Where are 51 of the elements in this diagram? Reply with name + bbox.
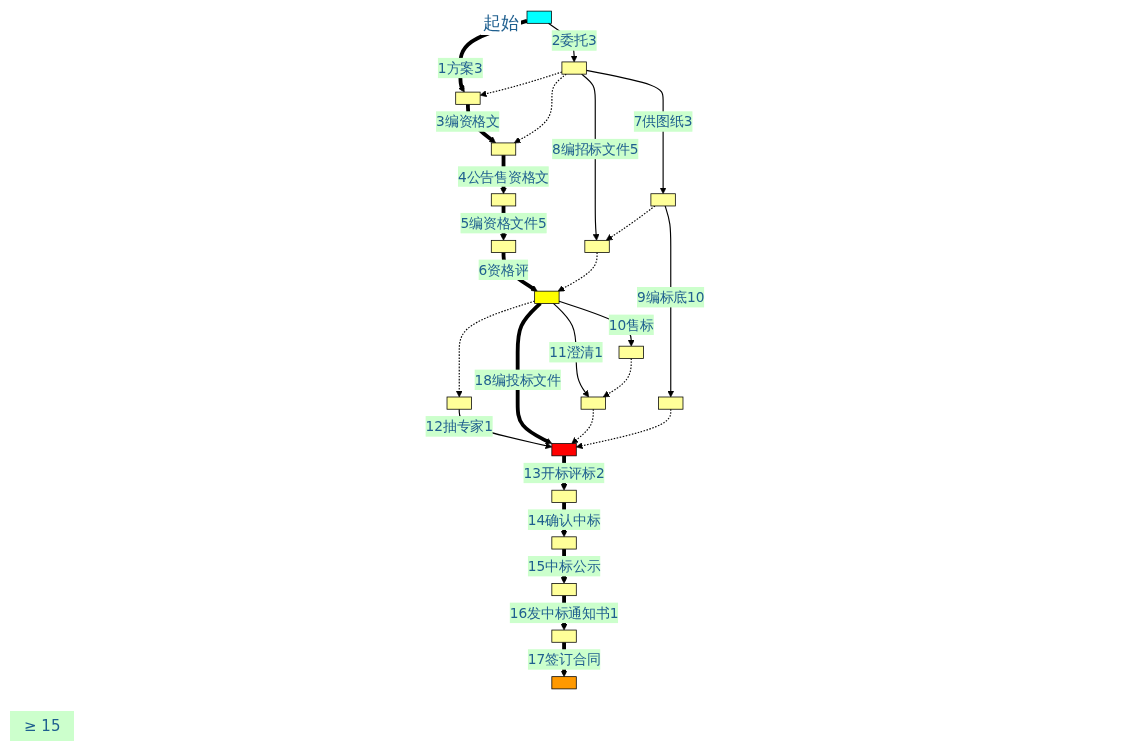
node-box xyxy=(526,10,552,24)
node-box xyxy=(583,239,610,253)
arrow xyxy=(515,302,552,444)
edge-label: 12抽专家1 xyxy=(424,418,493,435)
edge-label: 4公告售资格文 xyxy=(457,168,549,185)
edge-label: 15中标公示 xyxy=(527,558,600,575)
node-box xyxy=(550,536,577,550)
edge-label: 8编招标文件5 xyxy=(551,141,638,158)
arrow xyxy=(585,69,666,195)
node-box xyxy=(657,396,683,410)
edge-label: 16发中标通知书1 xyxy=(509,604,618,621)
edge-label: 7供图纸3 xyxy=(633,113,692,130)
arrow xyxy=(602,357,632,398)
edge-label: 3编资格文 xyxy=(435,113,500,130)
node-box xyxy=(618,345,644,359)
arrow xyxy=(570,408,594,444)
arrow xyxy=(479,71,562,97)
edge-label: 11澄清1 xyxy=(548,344,603,361)
node-box xyxy=(650,193,676,207)
edge-label: 9编标底10 xyxy=(636,289,705,306)
edge-label: 14确认中标 xyxy=(527,511,600,528)
arrow xyxy=(557,252,598,292)
node-box xyxy=(550,629,577,643)
edge-label: 6资格评 xyxy=(478,261,529,278)
arrow xyxy=(605,205,656,241)
edge-label: 1方案3 xyxy=(437,60,483,77)
node-box xyxy=(490,142,516,156)
arrow xyxy=(513,73,567,144)
node-box xyxy=(490,193,516,207)
arrow xyxy=(664,205,674,398)
note-label: ≥ 15 xyxy=(10,711,75,741)
edge-label: 5编资格文件5 xyxy=(459,215,547,232)
edge-label: 18编投标文件 xyxy=(474,371,561,388)
node-caption: 起始 xyxy=(480,11,521,36)
edge-label: 2委托3 xyxy=(551,32,597,49)
node-box xyxy=(561,61,587,75)
node-box xyxy=(490,239,516,253)
arrow xyxy=(580,73,599,241)
node-box xyxy=(454,91,481,105)
node-box xyxy=(550,583,577,597)
node-box xyxy=(550,676,577,690)
node-box xyxy=(550,489,577,503)
arrow xyxy=(575,408,671,450)
edge-label: 13开标评标2 xyxy=(522,465,605,482)
edge-label: 10售标 xyxy=(608,316,654,333)
node-box xyxy=(446,396,472,410)
node-box xyxy=(533,290,559,304)
arrow xyxy=(455,300,535,398)
edge-label: 17签订合同 xyxy=(527,651,600,668)
node-box xyxy=(580,396,606,410)
node-box xyxy=(550,443,577,457)
